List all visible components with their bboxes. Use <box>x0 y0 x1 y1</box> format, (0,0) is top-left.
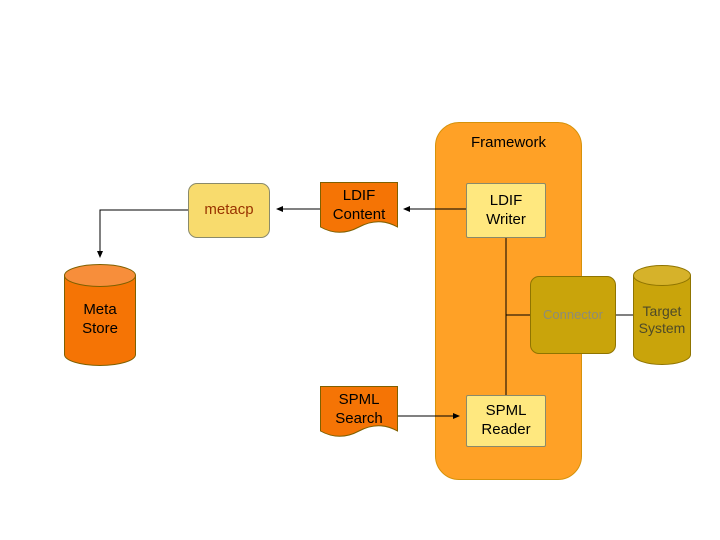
cylinder-shape <box>633 265 691 365</box>
meta-store-label: Meta Store <box>82 301 118 337</box>
connector-label: Connector <box>543 306 603 322</box>
ldif-writer-node: LDIF Writer <box>466 183 546 238</box>
target-system-label: Target System <box>638 302 686 337</box>
cylinder-shape <box>64 264 136 366</box>
document-shape <box>320 182 398 233</box>
target-system-cylinder: Target System <box>633 265 691 365</box>
edge-metacp-to-meta-store <box>97 209 188 258</box>
connector-node: Connector <box>530 276 616 354</box>
spml-reader-node: SPML Reader <box>466 395 546 447</box>
meta-store-cylinder: Meta Store <box>64 264 136 366</box>
ldif-writer-label: LDIF Writer <box>486 191 526 228</box>
ldif-content-label: LDIF Content <box>332 187 386 223</box>
framework-label: Framework <box>470 134 546 151</box>
metacp-node: metacp <box>188 183 270 238</box>
metacp-label: metacp <box>204 201 254 219</box>
spml-search-label: SPML Search <box>335 391 383 427</box>
spml-reader-label: SPML Reader <box>481 402 531 438</box>
ldif-content-node: LDIF Content <box>320 182 398 238</box>
spml-search-node: SPML Search <box>320 386 398 442</box>
document-shape <box>320 386 398 437</box>
